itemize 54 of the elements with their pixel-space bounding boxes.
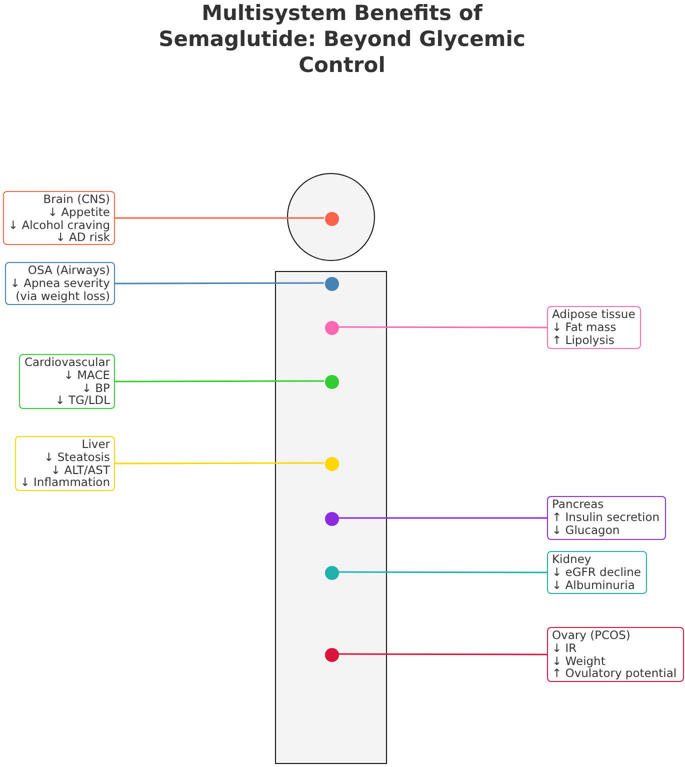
callout-box <box>547 627 684 682</box>
marker-dot <box>325 512 339 526</box>
marker-dot <box>325 321 339 335</box>
callout-text: ↓ IR <box>552 642 577 655</box>
body-outline <box>275 271 387 764</box>
leader-line <box>115 380 324 382</box>
leader-line <box>338 653 547 656</box>
callout-box <box>547 496 666 540</box>
callout-text: ↓ MACE <box>62 368 110 382</box>
callout-text: ↓ BP <box>80 382 110 394</box>
callout-text: ↓ eGFR decline <box>552 566 642 579</box>
callout-text: ↓ TG/LDL <box>54 394 110 408</box>
marker-dot <box>325 375 339 389</box>
callout-text: ↓ ALT/AST <box>50 464 110 476</box>
callout-heading: Pancreas <box>552 498 605 511</box>
callout-text: ↓ Appetite <box>46 206 110 219</box>
callout-text: ↓ Apnea severity <box>10 276 110 290</box>
callout-heading: Liver <box>80 438 110 451</box>
callout-text: ↓ Steatosis <box>43 450 110 464</box>
leader-line <box>338 517 547 519</box>
callout-heading: OSA (Airways) <box>26 264 110 277</box>
marker-dot <box>325 457 339 471</box>
callout-text: ↑ Insulin secretion <box>552 510 661 524</box>
callout-text: ↓ Albuminuria <box>552 578 636 592</box>
callout-text: ↓ Alcohol craving <box>8 218 110 232</box>
callout-text: (via weight loss) <box>14 290 110 302</box>
callout-text: ↓ Glucagon <box>552 524 621 536</box>
marker-dot <box>325 566 339 580</box>
callout-heading: Adipose tissue <box>552 308 636 321</box>
callout-box <box>3 191 115 245</box>
marker-dot <box>325 277 339 291</box>
diagram-title: Multisystem Benefits of Semaglutide: Beyond Glycemic Control <box>158 0 526 78</box>
callout-text: ↑ Ovulatory potential <box>552 667 678 680</box>
marker-dot <box>325 212 339 226</box>
callout-heading: Brain (CNS) <box>42 193 110 206</box>
callout-text: ↓ Fat mass <box>552 320 618 334</box>
callout-box <box>547 551 647 594</box>
leader-line <box>338 571 547 574</box>
leader-line <box>338 326 547 328</box>
leader-line <box>115 282 324 284</box>
callout-heading: Cardiovascular <box>24 356 110 369</box>
callout-text: ↑ Lipolysis <box>552 334 616 346</box>
callout-box <box>5 262 115 305</box>
callout-text: ↓ AD risk <box>54 231 110 244</box>
callout-text: ↓ Weight <box>552 654 606 668</box>
callout-heading: Kidney <box>552 553 592 566</box>
marker-dot <box>325 648 339 662</box>
leader-line <box>115 217 324 219</box>
leader-line <box>115 462 324 464</box>
callout-box <box>19 354 115 409</box>
callout-box <box>15 436 115 491</box>
callout-heading: Ovary (PCOS) <box>552 629 632 642</box>
callout-text: ↓ Inflammation <box>20 476 110 490</box>
callout-box <box>547 306 641 349</box>
